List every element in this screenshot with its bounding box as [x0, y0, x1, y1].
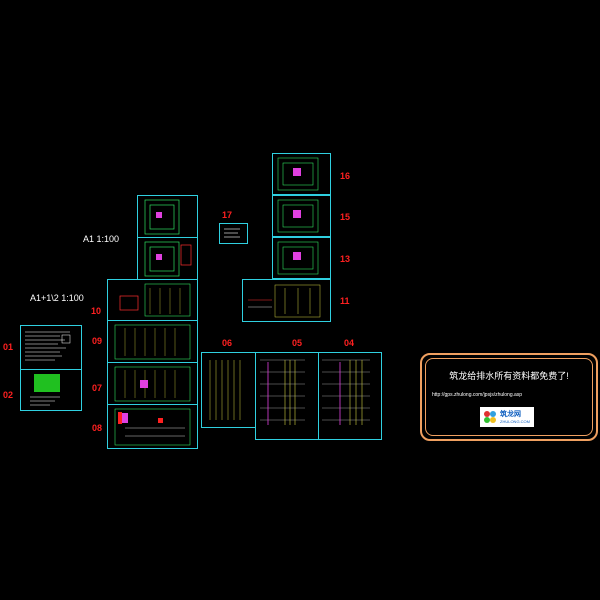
drawing-sheet-10[interactable] [107, 279, 198, 321]
promo-url-link[interactable]: http://gps.zhulong.com/jpsjs/zhulong.asp [432, 392, 523, 398]
sheet-label-04: 04 [344, 338, 355, 348]
sheet-label-08: 08 [92, 423, 103, 433]
drawing-sheet-11[interactable] [242, 279, 331, 322]
drawing-sheet-09[interactable] [107, 320, 198, 363]
sheet-label-07: 07 [92, 383, 103, 393]
drawing-sheet-01[interactable] [20, 325, 82, 370]
sheet-label-06: 06 [222, 338, 233, 348]
drawing-sheet-07[interactable] [107, 362, 198, 405]
logo-subtext: ZHULONG.COM [500, 419, 530, 424]
drawing-sheet-08[interactable] [107, 404, 198, 449]
scale-a1-plus: A1+1\2 1:100 [30, 293, 84, 303]
sheet-label-16: 16 [340, 171, 351, 181]
drawing-sheet-16[interactable] [272, 153, 331, 195]
sheet-label-11: 11 [340, 296, 350, 306]
sheet-label-09: 09 [92, 336, 103, 346]
scale-a1: A1 1:100 [83, 234, 120, 244]
drawing-sheet-13[interactable] [272, 237, 331, 279]
sheet-label-01: 01 [3, 342, 14, 352]
drawing-sheet-15[interactable] [272, 195, 331, 237]
promo-title: 筑龙给排水所有资料都免费了! [449, 371, 569, 381]
sheet-label-10: 10 [91, 306, 102, 316]
drawing-sheet-a1-second[interactable] [137, 237, 198, 280]
sheet-label-05: 05 [292, 338, 303, 348]
promo-banner[interactable]: 筑龙给排水所有资料都免费了! http://gps.zhulong.com/jp… [420, 353, 598, 441]
sheet-label-02: 02 [3, 390, 14, 400]
drawing-sheet-a1-top[interactable] [137, 195, 198, 238]
logo-text: 筑龙网 [500, 411, 521, 418]
sheet-label-17: 17 [222, 210, 233, 220]
drawing-sheet-17[interactable] [219, 223, 248, 244]
logo-mark-icon [484, 411, 496, 423]
promo-inner-frame [425, 358, 593, 436]
sheet-label-15: 15 [340, 212, 351, 222]
zhulong-logo[interactable]: 筑龙网 ZHULONG.COM [480, 407, 534, 427]
sheet-label-13: 13 [340, 254, 351, 264]
